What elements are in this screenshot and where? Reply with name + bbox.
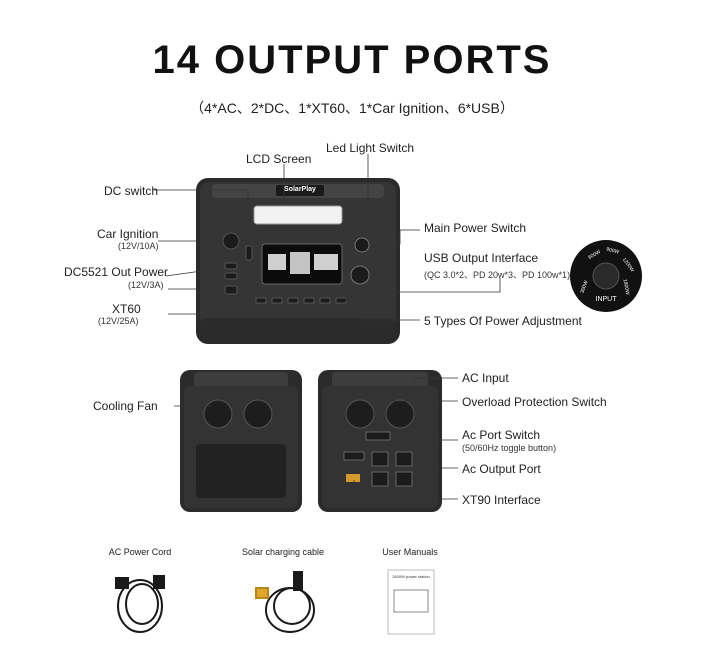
- led-light: [253, 205, 343, 225]
- dc5521-spec: (12V/3A): [128, 280, 164, 290]
- page-subtitle: （4*AC、2*DC、1*XT60、1*Car Ignition、6*USB）: [190, 100, 514, 116]
- brand-badge: SolarPlay: [284, 186, 316, 193]
- accessory-label-solar-cable: Solar charging cable: [241, 547, 325, 557]
- ac-input-label: AC Input: [462, 371, 509, 385]
- main-power-switch[interactable]: [354, 237, 370, 253]
- dial-illustration: [570, 240, 642, 312]
- accessory-label-user-manuals: User Manuals: [382, 547, 438, 557]
- cooling-fan-label: Cooling Fan: [93, 399, 158, 413]
- car-ignition-spec: (12V/10A): [118, 241, 159, 251]
- accessory-label-power-cord: AC Power Cord: [108, 547, 172, 557]
- xt60-spec: (12V/25A): [98, 316, 139, 326]
- lcd-screen-label: LCD Screen: [246, 152, 312, 166]
- led-light-switch-label: Led Light Switch: [326, 141, 415, 155]
- side-view-fan: [180, 370, 302, 512]
- dc-switch-label: DC switch: [104, 184, 159, 198]
- page-title: 14 OUTPUT PORTS: [152, 38, 552, 82]
- solar-cable-icon: [255, 571, 315, 633]
- car-ignition-port[interactable]: [222, 232, 240, 250]
- dc5521-port[interactable]: [224, 262, 238, 270]
- front-power-station: [196, 178, 400, 344]
- ac-port-switch-label: Ac Port Switch: [462, 428, 541, 442]
- usb-ports[interactable]: [255, 297, 347, 304]
- car-ignition-label: Car Ignition: [97, 227, 159, 241]
- xt60-port[interactable]: [224, 285, 238, 295]
- xt90-label: XT90 Interface: [462, 493, 541, 507]
- side-view-ac: [318, 370, 442, 512]
- power-adjustment-label: 5 Types Of Power Adjustment: [424, 314, 582, 328]
- ac-output-port-label: Ac Output Port: [462, 462, 541, 476]
- usb-output-label: USB Output Interface: [424, 251, 539, 265]
- usb-output-spec: (QC 3.0*2、PD 20w*3、PD 100w*1): [424, 270, 571, 280]
- manual-icon: [387, 569, 435, 635]
- xt60-label: XT60: [112, 302, 141, 316]
- manual-cover-text: 2400W power station: [392, 574, 430, 579]
- dc-switch[interactable]: [245, 245, 253, 261]
- overload-switch-label: Overload Protection Switch: [462, 395, 607, 409]
- power-adjust-knob[interactable]: [350, 265, 370, 285]
- dc5521-port-2[interactable]: [224, 272, 238, 280]
- power-cord-icon: [115, 575, 165, 633]
- dial-center-label: INPUT: [595, 296, 617, 303]
- dc5521-label: DC5521 Out Power: [64, 265, 169, 279]
- ac-port-switch-spec: (50/60Hz toggle button): [462, 443, 557, 453]
- main-power-switch-label: Main Power Switch: [424, 221, 527, 235]
